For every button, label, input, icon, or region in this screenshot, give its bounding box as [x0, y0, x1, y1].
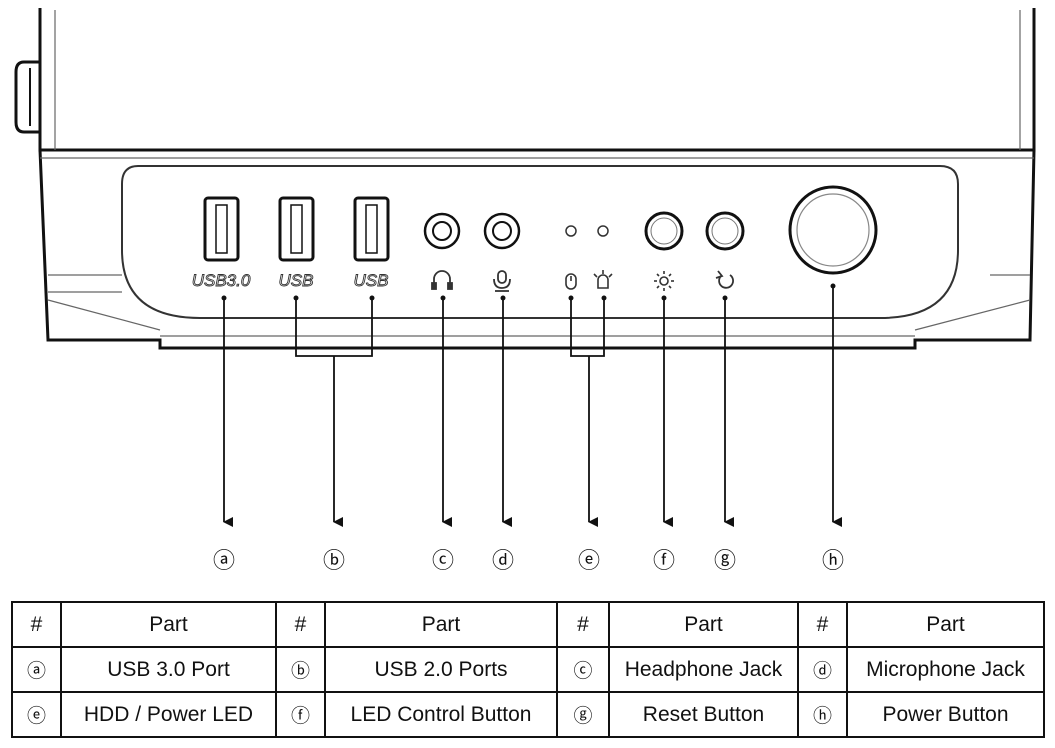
table-row: ⓐ USB 3.0 Port ⓑ USB 2.0 Ports ⓒ Headpho…: [11, 646, 1045, 693]
part-name: LED Control Button: [324, 691, 558, 738]
part-name: USB 3.0 Port: [60, 646, 277, 693]
usb2-port-2-label: USB: [354, 271, 389, 290]
power-led-symbol-icon: [593, 270, 613, 289]
callout-e: ⓔ: [578, 548, 600, 573]
callout-a: ⓐ: [213, 548, 235, 573]
part-name: Power Button: [846, 691, 1045, 738]
front-panel-diagram: USB3.0 USB USB: [14, 8, 1036, 573]
table-header-row: # Part # Part # Part # Part: [11, 601, 1045, 648]
part-name: Reset Button: [608, 691, 799, 738]
case-detail-lines: [40, 10, 1034, 337]
power-led-icon: [597, 225, 609, 237]
case-body: [38, 8, 1036, 350]
header-part: Part: [608, 601, 799, 648]
part-id: ⓑ: [275, 646, 326, 693]
callout-d: ⓓ: [492, 548, 514, 573]
microphone-symbol-icon: [493, 270, 511, 292]
part-name: Microphone Jack: [846, 646, 1045, 693]
callout-h: ⓗ: [822, 548, 844, 573]
part-id: ⓖ: [556, 691, 610, 738]
parts-table: # Part # Part # Part # Part ⓐ USB 3.0 Po…: [11, 601, 1045, 738]
power-button-icon: [788, 185, 878, 275]
usb2-port-1-label: USB: [279, 271, 314, 290]
callout-b: ⓑ: [323, 548, 345, 573]
table-row: ⓔ HDD / Power LED ⓕ LED Control Button ⓖ…: [11, 691, 1045, 738]
callout-c: ⓒ: [432, 548, 454, 573]
part-id: ⓐ: [11, 646, 62, 693]
headphone-jack-icon: [423, 212, 461, 250]
callout-f: ⓕ: [653, 548, 675, 573]
leader-lines: [223, 286, 842, 527]
header-part: Part: [846, 601, 1045, 648]
usb2-port-2-icon: [353, 196, 390, 262]
header-part: Part: [60, 601, 277, 648]
header-number: #: [11, 601, 62, 648]
front-panel: [121, 165, 959, 319]
hdd-led-icon: [565, 225, 577, 237]
part-id: ⓕ: [275, 691, 326, 738]
callout-g: ⓖ: [714, 548, 736, 573]
header-number: #: [797, 601, 848, 648]
header-number: #: [275, 601, 326, 648]
header-number: #: [556, 601, 610, 648]
brightness-symbol-icon: [654, 271, 674, 291]
headphone-symbol-icon: [431, 270, 453, 290]
reset-symbol-icon: [715, 270, 734, 289]
header-part: Part: [324, 601, 558, 648]
part-name: HDD / Power LED: [60, 691, 277, 738]
usb3-port-label: USB3.0: [192, 271, 251, 290]
reset-button-icon: [705, 211, 745, 251]
leader-dots: [221, 283, 836, 301]
part-id: ⓔ: [11, 691, 62, 738]
callout-markers: ⓐ ⓑ ⓒ ⓓ ⓔ ⓕ ⓖ ⓗ: [213, 548, 844, 573]
side-latch: [14, 60, 40, 134]
usb2-port-1-icon: [278, 196, 315, 262]
microphone-jack-icon: [483, 212, 521, 250]
part-id: ⓒ: [556, 646, 610, 693]
hdd-symbol-icon: [565, 273, 577, 290]
part-name: Headphone Jack: [608, 646, 799, 693]
usb3-port-icon: [203, 196, 240, 262]
led-control-button-icon: [644, 211, 684, 251]
part-name: USB 2.0 Ports: [324, 646, 558, 693]
part-id: ⓗ: [797, 691, 848, 738]
part-id: ⓓ: [797, 646, 848, 693]
